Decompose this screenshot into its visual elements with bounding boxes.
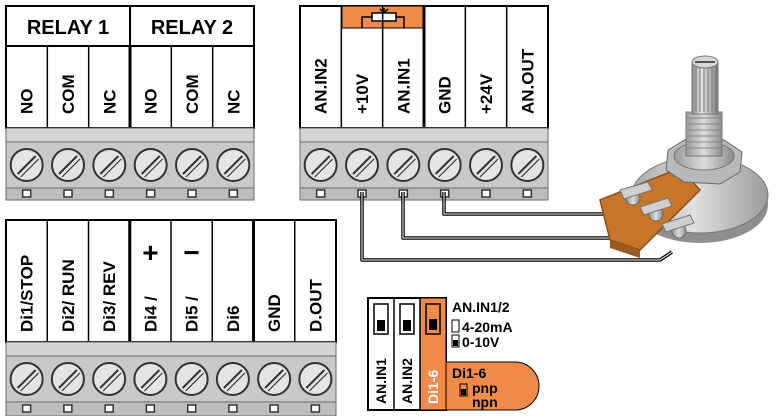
relay-terminal-body [5, 141, 255, 189]
relay-pin-3 [104, 189, 115, 198]
switch-up-icon [451, 319, 460, 333]
analog-terminal-block: AN.IN2 +10V AN.IN1 GND +24V AN.OUT [299, 5, 549, 201]
relay-screw-3[interactable] [92, 148, 127, 182]
relay-pin-label-3: NC [100, 89, 119, 114]
analog-screw-3[interactable] [386, 148, 421, 182]
relay-terminal-top [5, 127, 255, 143]
analog-pin-1 [315, 189, 326, 198]
switch-label-di1-6: Di1-6 [425, 370, 441, 404]
analog-pin-5 [481, 189, 491, 198]
relay-screw-4[interactable] [133, 148, 168, 182]
switch-down-icon [453, 340, 458, 346]
relay-pin-2 [63, 189, 73, 198]
digital-pin-3 [104, 404, 114, 413]
analog-screw-2[interactable] [345, 148, 379, 182]
relay-pin-label-4: NO [142, 89, 161, 115]
analog-screw-4[interactable] [427, 148, 462, 182]
digital-pin-label-1: Di1/STOP [18, 255, 37, 332]
digital-option-1: pnp [472, 380, 498, 396]
digital-screw-1[interactable] [9, 362, 44, 396]
relay-screw-6[interactable] [216, 148, 251, 182]
relay-pin-4 [145, 189, 156, 198]
digital-pin-8 [310, 404, 321, 413]
digital-switch-title: Di1-6 [452, 365, 486, 381]
digital-pin-label-2: Di2/ RUN [59, 259, 78, 332]
digital-pin-6 [228, 404, 238, 413]
relay-pin-6 [228, 189, 239, 198]
analog-pin-label-3: AN.IN1 [394, 58, 413, 114]
minus-symbol: − [183, 237, 199, 268]
digital-screw-2[interactable] [50, 362, 85, 396]
digital-option-2: npn [472, 394, 498, 410]
digital-screw-3[interactable] [92, 362, 127, 396]
digital-pin-4 [145, 404, 156, 413]
relay-pin-5 [187, 189, 197, 198]
relay-screw-1[interactable] [9, 148, 44, 182]
digital-pin-7 [269, 404, 279, 413]
relay-terminal-block: RELAY 1 RELAY 2 NO COM NC NO COM NC [5, 5, 255, 201]
switch-label-an-in2: AN.IN2 [399, 358, 415, 404]
analog-pin-6 [522, 189, 533, 198]
dip-switch-an-in1[interactable] [373, 303, 389, 335]
digital-pin-label-3: Di3/ REV [100, 260, 119, 332]
digital-screw-5[interactable] [174, 362, 209, 396]
analog-pin-label-5: +24V [477, 73, 496, 114]
relay2-title: RELAY 2 [151, 17, 233, 39]
switch-label-an-in1: AN.IN1 [373, 358, 389, 404]
analog-terminal-body [299, 141, 549, 189]
analog-pin-label-4: GND [436, 76, 455, 114]
relay-screw-5[interactable] [175, 148, 209, 182]
digital-screw-8[interactable] [298, 362, 333, 396]
analog-terminal-top [299, 127, 549, 143]
analog-screw-5[interactable] [469, 148, 503, 182]
analog-screw-1[interactable] [303, 148, 338, 182]
potentiometer-icon [599, 55, 769, 258]
digital-pin-2 [63, 404, 73, 413]
digital-pin-label-7: GND [265, 294, 284, 332]
relay-pin-label-2: COM [59, 74, 78, 114]
relay-pin-label-6: NC [224, 89, 243, 114]
analog-screw-6[interactable] [510, 148, 545, 182]
analog-pin-label-6: AN.OUT [518, 48, 537, 114]
analog-option-2: 0-10V [462, 334, 500, 350]
dip-switch-block: AN.IN1 AN.IN2 Di1-6 AN.IN1/2 4-20mA 0-10… [367, 297, 540, 411]
relay-pin-1 [21, 189, 32, 198]
dip-switch-an-in2[interactable] [399, 303, 415, 335]
relay-pin-label-5: COM [183, 74, 202, 114]
relay1-title: RELAY 1 [27, 17, 109, 39]
digital-pin-5 [186, 404, 197, 413]
plus-symbol: + [142, 237, 158, 268]
resistor-symbol-icon [361, 8, 405, 28]
digital-pin-label-5: Di5 / [183, 296, 202, 332]
dip-switch-di1-6[interactable] [425, 303, 441, 335]
digital-terminal-block: Di1/STOP Di2/ RUN Di3/ REV Di4 / Di5 / Di6 GND… [5, 219, 337, 416]
relay-pin-label-1: NO [18, 89, 37, 115]
digital-terminal-top [5, 341, 337, 357]
digital-pin-1 [21, 404, 32, 413]
digital-pin-label-4: Di4 / [141, 296, 160, 332]
digital-switch-legend [445, 361, 540, 411]
digital-pin-label-6: Di6 [224, 306, 243, 332]
digital-screw-7[interactable] [257, 362, 292, 396]
analog-option-1: 4-20mA [462, 319, 513, 335]
digital-pin-label-8: D.OUT [306, 279, 325, 333]
analog-pin-label-2: +10V [353, 73, 372, 114]
relay-screw-2[interactable] [51, 148, 85, 182]
analog-pin-label-1: AN.IN2 [312, 58, 331, 114]
digital-screw-6[interactable] [215, 362, 250, 396]
digital-screw-4[interactable] [133, 362, 168, 396]
analog-switch-title: AN.IN1/2 [452, 299, 510, 315]
